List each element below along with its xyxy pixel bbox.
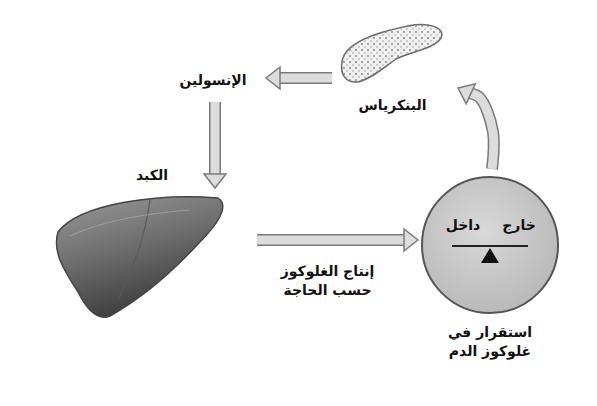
block-arrow xyxy=(458,84,494,169)
arrow-shaft-outline xyxy=(209,102,221,176)
edge-label: إنتاج الغلوكوز حسب الحاجة xyxy=(270,262,386,300)
node-label: خارج xyxy=(492,216,546,235)
liver-node: الكبد xyxy=(55,192,225,318)
pancreas-node: البنكرياس xyxy=(335,18,450,118)
liver-illustration xyxy=(56,197,222,317)
block-arrow xyxy=(204,102,226,188)
arrow-shaft-outline xyxy=(469,93,494,169)
arrow-shaft-outline xyxy=(278,72,332,84)
block-arrow xyxy=(257,229,418,251)
arrow-shaft xyxy=(211,102,220,176)
arrow-shaft xyxy=(278,74,332,83)
arrow-head xyxy=(204,174,226,188)
arrow-head xyxy=(266,67,280,89)
arrow-shaft xyxy=(469,93,494,169)
node-label: الكبد xyxy=(117,166,187,185)
arrow-head xyxy=(458,84,475,104)
node-label: الإنسولين xyxy=(168,71,258,90)
node-label: البنكرياس xyxy=(335,96,450,115)
arrow-head xyxy=(404,229,418,251)
arrow-shaft xyxy=(257,236,406,245)
pancreas-illustration xyxy=(342,25,442,82)
node-label: استقرار في غلوكوز الدم xyxy=(440,323,540,361)
block-arrow xyxy=(266,67,332,89)
balance-circle xyxy=(422,177,558,313)
hormone-node: الإنسولين xyxy=(168,68,258,94)
node-label: داخل xyxy=(436,216,490,235)
balance-node: خارجداخلاستقرار في غلوكوز الدم xyxy=(422,177,558,313)
arrow-shaft-outline xyxy=(257,234,406,246)
